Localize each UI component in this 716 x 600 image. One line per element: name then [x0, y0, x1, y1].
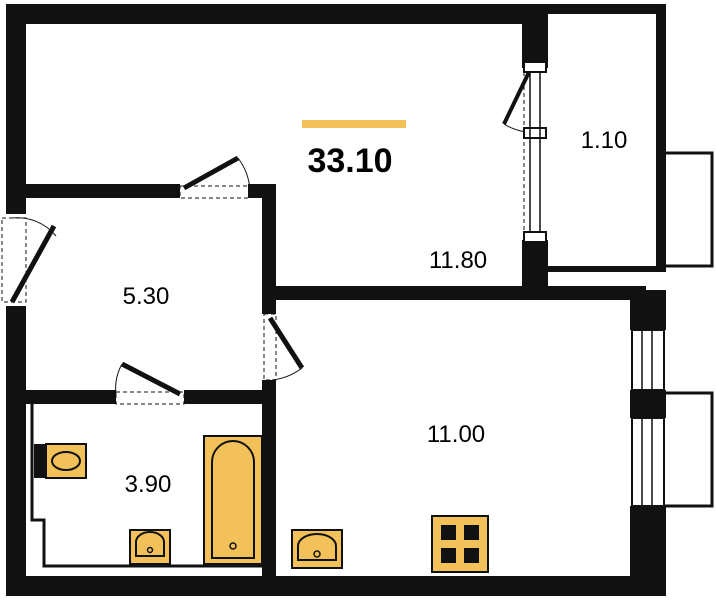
living-door-opening: [179, 185, 251, 199]
kitchen-window-upper: [631, 329, 665, 391]
kitchen-door-opening: [263, 313, 277, 381]
stove-icon: [431, 515, 489, 573]
kitchen-sink-drain: [313, 550, 321, 558]
balcony-area-label: 1.10: [581, 127, 628, 154]
bathtub-drain: [229, 542, 237, 550]
entrance-door-opening: [1, 217, 27, 303]
bathroom-inner-outline: [30, 404, 264, 568]
wall-right-lower: [630, 506, 666, 596]
wall-hall-right-upper: [262, 184, 276, 314]
bath-door-leaf: [120, 361, 182, 397]
doors: [1, 69, 541, 405]
toilet-seat: [51, 451, 81, 471]
balcony-bottom: [546, 266, 666, 272]
wall-living-right: [522, 240, 548, 290]
wall-living-hall: [20, 184, 180, 198]
wall-living-kitchen: [262, 286, 646, 300]
balcony-window-frame-bottom: [523, 231, 547, 243]
wall-left-upper: [6, 4, 26, 214]
kitchen-outside-frame: [658, 391, 714, 508]
toilet-icon: [34, 443, 87, 479]
interior-walls: [20, 184, 646, 576]
balcony-walls: [546, 4, 666, 272]
balcony-inner: [548, 14, 656, 266]
wall-top: [6, 4, 546, 24]
entrance-door-leaf: [9, 224, 57, 304]
balcony-right: [656, 4, 666, 272]
wall-hall-bath-left: [20, 390, 116, 404]
wall-bottom: [6, 576, 666, 596]
balcony-window: [523, 61, 547, 243]
wall-left-lower: [6, 306, 26, 596]
bathroom-sink-basin: [135, 531, 165, 557]
stove-burner-3: [441, 548, 456, 563]
kitchen-sink-basin: [297, 533, 337, 561]
stove-burner-2: [464, 525, 479, 540]
balcony-outside-frame: [656, 151, 714, 268]
toilet-tank: [34, 444, 48, 478]
wall-living-balcony-top: [522, 4, 548, 68]
balcony-window-frame-mid: [523, 127, 547, 139]
balcony-window-frame-top: [523, 61, 547, 73]
bath-door-opening: [115, 391, 185, 405]
bathroom-area-label: 3.90: [125, 471, 172, 498]
kitchen-windows: [631, 329, 665, 507]
kitchen-sink-body: [291, 529, 343, 569]
wall-hall-right-lower: [262, 380, 276, 576]
kitchen-sink-icon: [291, 529, 343, 569]
total-area-label: 33.10: [307, 142, 392, 180]
stove-body: [431, 515, 489, 573]
hallway-area-label: 5.30: [123, 283, 170, 310]
kitchen-window-lower: [631, 417, 665, 507]
balcony-door-leaf: [502, 69, 532, 125]
bathtub-icon: [203, 435, 263, 565]
bathroom-sink-icon: [129, 529, 171, 565]
kitchen-window-glass: [641, 330, 653, 506]
living-door-leaf: [182, 155, 240, 191]
stove-burner-4: [464, 548, 479, 563]
stove-burner-1: [441, 525, 456, 540]
kitchen-door-leaf: [267, 316, 305, 370]
wall-hall-bath-right: [184, 390, 276, 404]
kitchen-area-label: 11.00: [427, 421, 485, 448]
balcony-top: [546, 4, 666, 16]
bathtub-basin: [211, 440, 255, 559]
total-area-accent-bar: [302, 120, 406, 128]
bathroom-sink-drain: [146, 546, 154, 554]
outside-window-frames: [656, 151, 714, 508]
living-room-area-label: 11.80: [429, 247, 487, 274]
bath-door-swing: [115, 363, 123, 395]
